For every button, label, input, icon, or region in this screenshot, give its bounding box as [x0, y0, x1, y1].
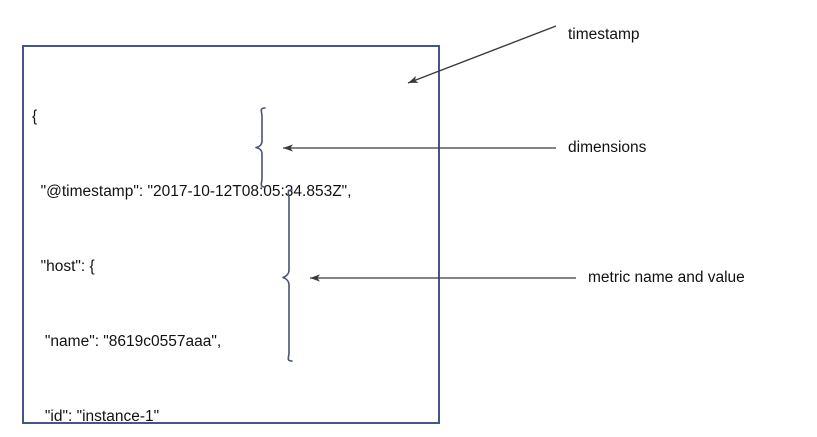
- json-line-timestamp: "@timestamp": "2017-10-12T08:05:34.853Z"…: [32, 183, 352, 200]
- json-document-box: [22, 45, 440, 424]
- annotation-label-metric: metric name and value: [588, 269, 745, 286]
- json-line-host-name: "name": "8619c0557aaa",: [32, 333, 222, 350]
- json-line-host-open: "host": {: [32, 258, 95, 275]
- json-code-block: { "@timestamp": "2017-10-12T08:05:34.853…: [32, 54, 432, 437]
- json-line-open-brace: {: [32, 108, 38, 125]
- json-line-host-id: "id": "instance-1": [32, 408, 160, 425]
- annotation-label-dimensions: dimensions: [568, 139, 647, 156]
- annotation-label-timestamp: timestamp: [568, 26, 640, 43]
